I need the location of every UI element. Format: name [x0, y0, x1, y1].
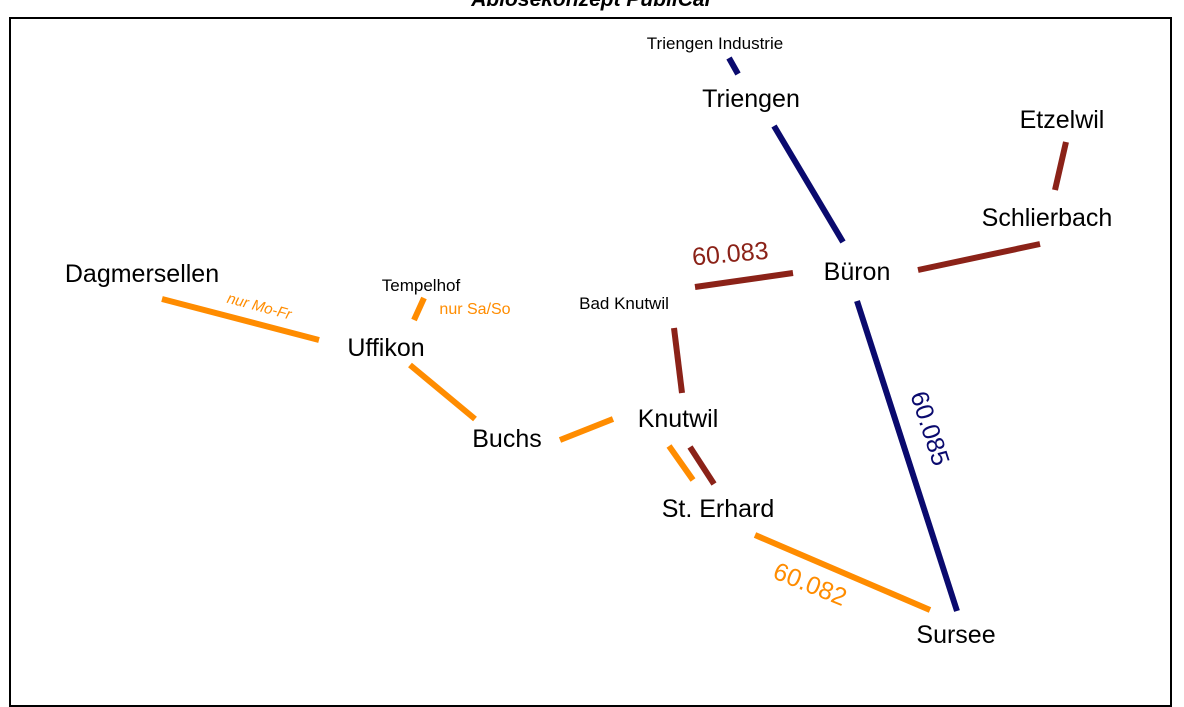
segment-knutwil-st-erhard-orange [666, 444, 696, 482]
segment-dagmersellen-uffikon [161, 296, 320, 343]
segment-triengen-industrie-triengen [726, 56, 741, 76]
segment-etzelwil-schlierbach [1052, 141, 1069, 191]
line-60-085-segments [726, 56, 960, 612]
segment-tempelhof-uffikon [411, 296, 427, 322]
place-st-erhard: St. Erhard [662, 495, 775, 523]
segment-bueron-bad-knutwil [694, 270, 794, 290]
segment-triengen-bueron [771, 124, 846, 244]
place-buchs: Buchs [472, 425, 541, 453]
page-title: Ablösekonzept PubliCar [0, 0, 1184, 12]
line-number-60-083: 60.083 [691, 237, 770, 272]
place-schlierbach: Schlierbach [982, 204, 1113, 232]
segment-uffikon-buchs [408, 362, 477, 422]
segment-bad-knutwil-knutwil [671, 327, 685, 394]
segment-st-erhard-sursee [753, 532, 932, 613]
place-triengen-industrie: Triengen Industrie [647, 34, 783, 53]
place-dagmersellen: Dagmersellen [65, 260, 219, 288]
line-60-083-segments [671, 141, 1069, 486]
place-etzelwil: Etzelwil [1020, 106, 1105, 134]
line-number-60-085: 60.085 [904, 388, 954, 469]
segment-schlierbach-bueron [917, 241, 1041, 273]
line-number-60-082: 60.082 [769, 557, 850, 612]
place-uffikon: Uffikon [347, 334, 424, 362]
segment-knutwil-st-erhard-red [687, 445, 717, 486]
place-knutwil: Knutwil [638, 405, 719, 433]
line-60-082-segments [161, 296, 932, 613]
segment-buchs-knutwil [558, 416, 615, 443]
note-sa-so: nur Sa/So [439, 301, 510, 318]
place-sursee: Sursee [916, 621, 995, 649]
place-bueron: Büron [824, 258, 891, 286]
place-triengen: Triengen [702, 85, 800, 113]
place-bad-knutwil: Bad Knutwil [579, 294, 669, 313]
place-tempelhof: Tempelhof [382, 276, 461, 295]
segment-bueron-sursee [854, 300, 960, 612]
